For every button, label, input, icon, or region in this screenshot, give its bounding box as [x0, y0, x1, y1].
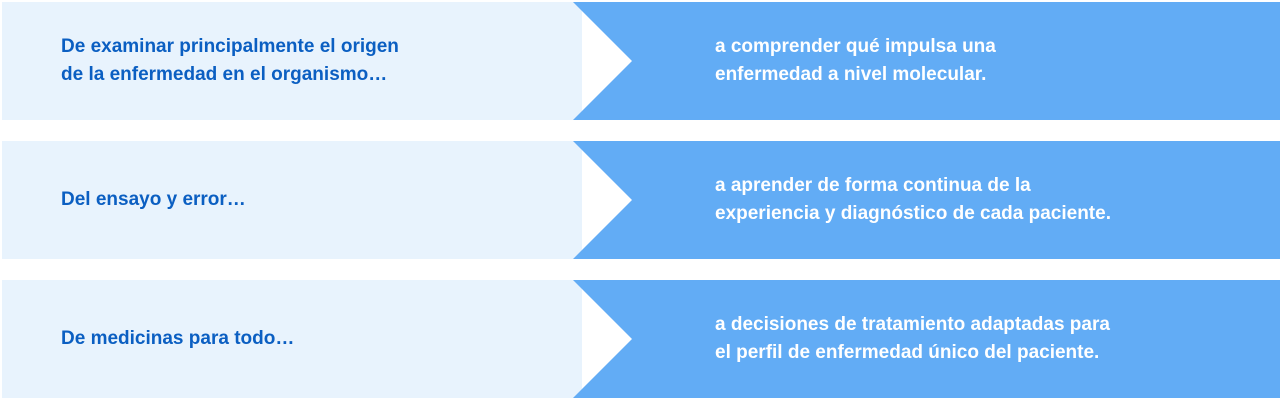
- from-text: Del ensayo y error…: [61, 189, 246, 210]
- from-text: De examinar principalmente el origen de …: [61, 36, 399, 85]
- comparison-row: De examinar principalmente el origen de …: [0, 2, 1280, 120]
- to-text: a decisiones de tratamiento adaptadas pa…: [715, 314, 1110, 363]
- arrow-shape: [0, 280, 1280, 398]
- arrow-shape: [0, 141, 1280, 259]
- comparison-row: Del ensayo y error… a aprender de forma …: [0, 141, 1280, 259]
- arrow-shape: [0, 2, 1280, 120]
- from-text: De medicinas para todo…: [61, 328, 295, 349]
- to-text: a comprender qué impulsa una enfermedad …: [715, 36, 996, 85]
- from-panel: [2, 141, 582, 259]
- from-panel: [2, 2, 582, 120]
- from-panel: [2, 280, 582, 398]
- to-text: a aprender de forma continua de la exper…: [715, 175, 1111, 224]
- comparison-row: De medicinas para todo… a decisiones de …: [0, 280, 1280, 398]
